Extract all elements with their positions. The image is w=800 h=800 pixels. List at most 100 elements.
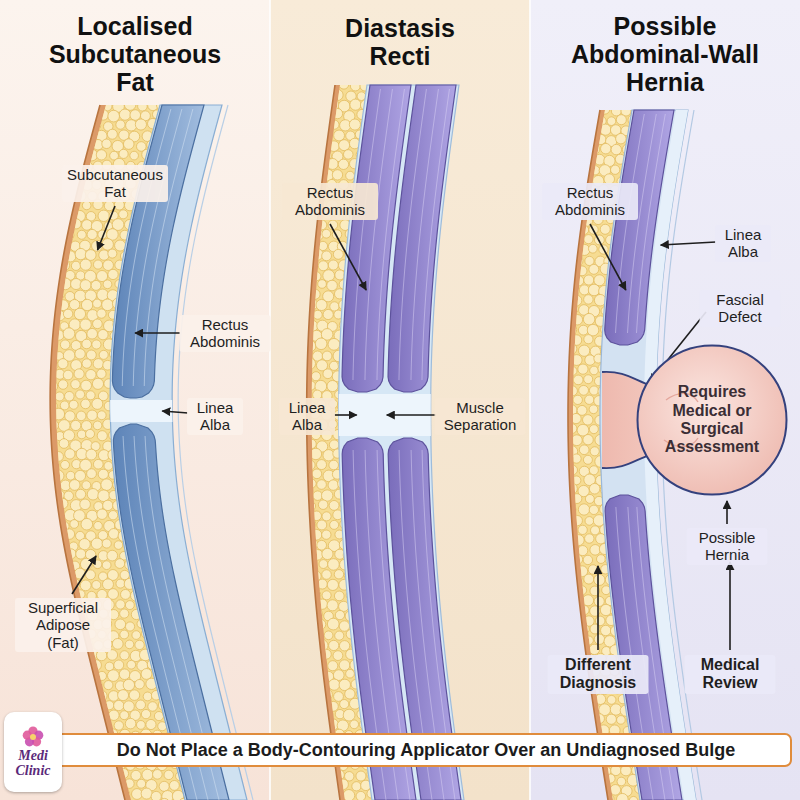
fat-cell [169,780,179,790]
fat-cell [304,358,316,370]
fat-cell [114,541,123,550]
fat-cell [80,319,91,330]
fat-cell [98,329,108,339]
fat-cell [301,129,313,141]
fat-cell [616,133,626,143]
fat-cell [339,660,350,671]
fat-cell [585,494,594,503]
fat-cell [97,411,106,420]
fat-cell [554,226,565,237]
fat-cell [116,579,125,588]
fat-cell [296,261,305,270]
fat-cell [58,498,68,508]
fat-cell [578,325,588,335]
fat-cell [312,709,323,720]
fat-cell [70,700,79,709]
fat-cell [585,517,594,526]
fat-cell [49,482,58,491]
fat-cell [562,274,572,284]
fat-cell [58,380,68,390]
fat-cell [317,99,326,108]
fat-cell [300,89,312,101]
fat-cell [82,201,91,210]
fat-cell [37,500,46,509]
fat-cell [301,669,311,679]
fat-cell [315,141,326,152]
fat-cell [82,339,92,349]
fat-cell [324,791,334,800]
fat-cell [69,400,78,409]
fat-cell [567,124,576,133]
fat-cell [59,439,69,449]
fat-cell [583,313,595,325]
fat-cell [321,128,332,139]
fat-cell [311,151,320,160]
fat-cell [311,529,322,540]
fat-cell [579,285,589,295]
fat-cell [317,220,327,230]
fat-cell [42,669,54,681]
fat-cell [181,360,192,371]
fat-cell [124,99,136,111]
fat-cell [308,660,317,669]
muscle-fibre [411,89,438,380]
fat-cell [307,502,316,511]
fat-cell [340,699,349,708]
fat-cell [36,380,46,390]
fat-cell [47,679,56,688]
fat-cell [307,719,316,728]
fat-cell [294,299,304,309]
fat-cell [92,340,101,349]
fat-cell [93,421,102,430]
fat-cell [132,631,141,640]
fat-cell [81,518,93,530]
fat-cell [136,700,146,710]
fat-cell [293,639,305,651]
fat-cell [312,511,322,521]
fat-cell [43,509,52,518]
fat-cell [85,790,95,800]
fat-cell [300,110,309,119]
fat-cell [66,471,75,480]
fat-cell [349,119,360,130]
fat-cell [130,151,139,160]
fat-cell [151,791,161,800]
panel-divider [529,0,531,800]
fat-cell [104,461,113,470]
fat-cell [327,618,339,630]
fat-cell [299,708,310,719]
fat-cell [80,580,91,591]
fat-cell [108,269,118,279]
fat-cell [557,444,566,453]
fat-cell [38,439,47,448]
fat-cell [322,591,331,600]
fat-cell [296,281,305,290]
fat-cell [81,661,90,670]
fat-cell [102,561,111,570]
fat-cell [60,278,72,290]
fat-cell [49,342,58,351]
fat-cell [294,98,305,109]
fat-cell [296,479,306,489]
rectus-muscle [112,105,204,398]
fat-cell [297,560,306,569]
fat-cell [327,280,338,291]
fat-cell [557,347,566,356]
fat-cell [572,515,582,525]
fat-cell [114,660,124,670]
fat-cell [311,129,321,139]
fat-cell [65,769,76,780]
fat-cell [80,259,91,270]
fat-cell [86,688,97,699]
fat-cell [107,129,117,139]
fat-cell [307,259,317,269]
fat-cell [186,289,195,298]
fat-cell [75,770,85,780]
fat-cell [571,435,582,446]
fat-cell [322,512,331,521]
fat-cell [311,670,321,680]
fat-cell [579,145,590,156]
fat-cell [306,381,315,390]
fat-cell [567,165,578,176]
fat-cell [346,669,355,678]
